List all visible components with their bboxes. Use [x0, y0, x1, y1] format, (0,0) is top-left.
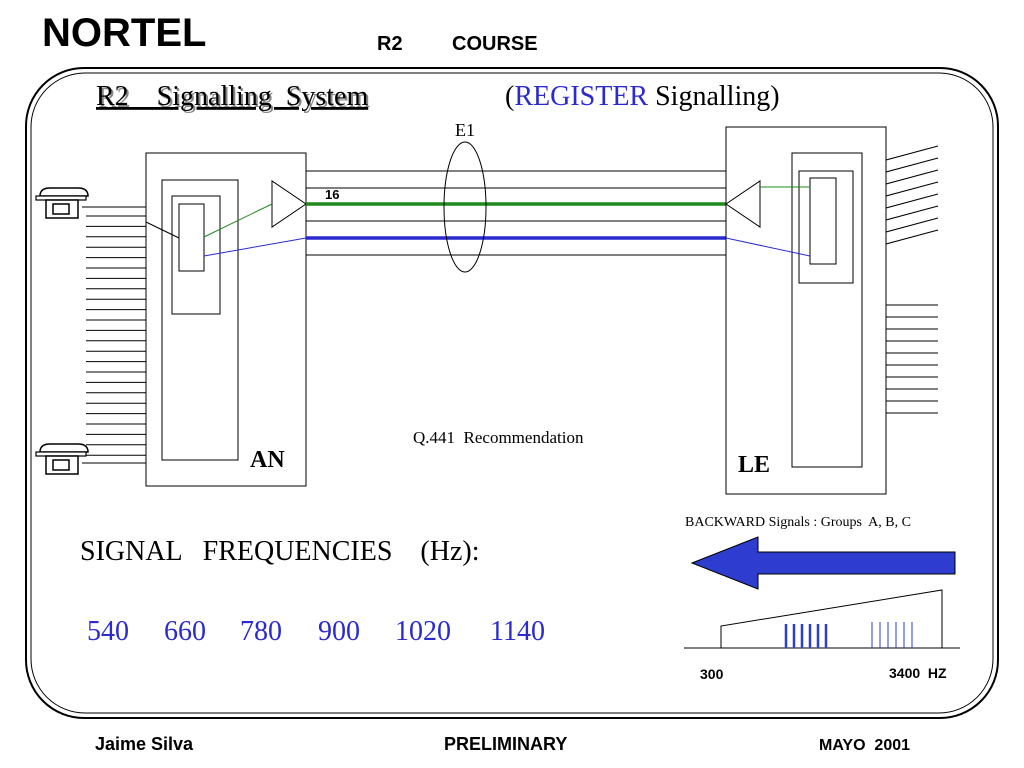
trunk-line — [885, 229, 939, 245]
trunk-line — [885, 181, 939, 197]
e1-link-ellipse — [443, 141, 487, 273]
trunk-line — [885, 193, 939, 209]
trunk-line — [885, 217, 939, 233]
le-receiver — [725, 180, 761, 228]
e1-label: E1 — [455, 120, 475, 140]
frequency-values: 540 660 780 900 1020 1140 — [87, 616, 545, 647]
le-register-core — [809, 177, 837, 265]
frequency-value: 780 — [240, 616, 282, 647]
nortel-logo: NORTEL — [42, 11, 206, 55]
e1-trunk — [306, 170, 726, 256]
frequency-value: 1020 — [395, 616, 451, 647]
frequencies-heading: SIGNAL FREQUENCIES (Hz): — [80, 536, 480, 567]
subtitle-accent: REGISTER — [514, 81, 648, 112]
subtitle-rest: Signalling) — [648, 81, 779, 112]
telephone-icon — [35, 443, 89, 475]
frequency-value: 1140 — [490, 616, 545, 647]
slide-title: R2 Signalling System — [96, 81, 368, 112]
slide-frame-outer — [25, 67, 999, 719]
telephone-icon — [35, 187, 89, 219]
spectrum-envelope — [720, 589, 943, 648]
backward-signals-caption: BACKWARD Signals : Groups A, B, C — [685, 515, 911, 530]
recommendation-label: Q.441 Recommendation — [413, 428, 584, 447]
course-code: R2 — [377, 33, 403, 55]
trunk-line — [885, 157, 939, 173]
spectrum-bars — [784, 622, 913, 648]
timeslot-label: 16 — [325, 187, 339, 202]
frequency-value: 540 — [87, 616, 129, 647]
backward-arrow-icon — [690, 536, 956, 590]
frequency-value: 660 — [164, 616, 206, 647]
footer-date: MAYO 2001 — [819, 737, 910, 754]
an-internal-link — [145, 221, 180, 239]
slide-frame-inner — [30, 72, 994, 714]
spectrum-high-label: 3400 HZ — [889, 665, 947, 681]
spectrum-low-label: 300 — [700, 666, 724, 682]
subscriber-lines-left — [86, 215, 146, 456]
subtitle-open: ( — [505, 81, 514, 112]
trunk-lines-right — [885, 145, 939, 414]
course-label: COURSE — [452, 33, 538, 55]
backward-signal-path — [725, 237, 811, 257]
footer-author: Jaime Silva — [95, 734, 194, 754]
footer-status: PRELIMINARY — [444, 734, 567, 754]
backward-signal-path — [203, 237, 307, 257]
slide-subtitle: (REGISTER Signalling) — [505, 81, 780, 112]
trunk-line — [885, 145, 939, 161]
slide-title-shadow: R2 Signalling System — [98, 83, 370, 114]
forward-signal-path — [203, 203, 273, 238]
trunk-line — [885, 169, 939, 185]
trunk-line — [885, 205, 939, 221]
an-register-core — [178, 203, 205, 272]
an-label: AN — [250, 447, 285, 473]
frequency-value: 900 — [318, 616, 360, 647]
le-label: LE — [738, 452, 770, 478]
